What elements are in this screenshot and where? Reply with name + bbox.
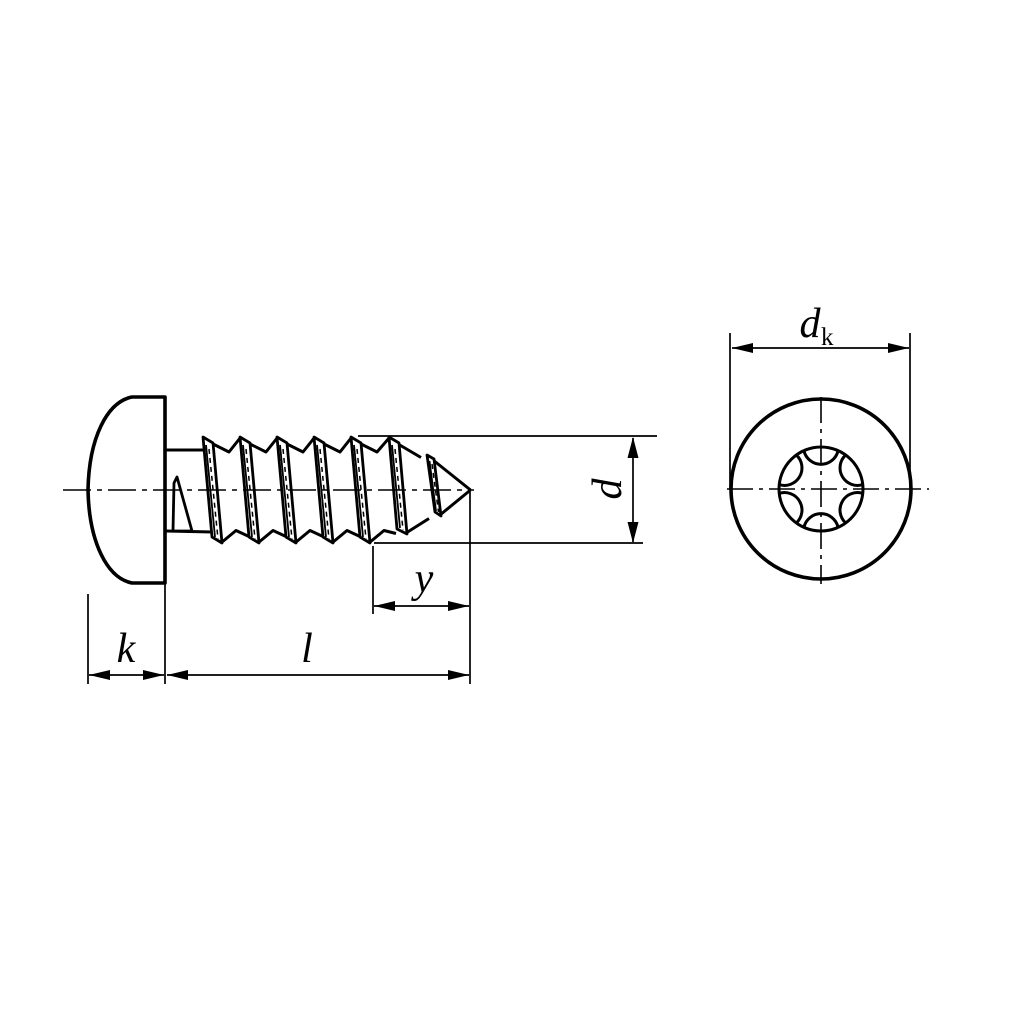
thread-runout bbox=[171, 475, 194, 533]
thread-crest-point bbox=[425, 453, 443, 518]
thread-crest bbox=[275, 435, 298, 545]
dimension-k: k bbox=[87, 584, 166, 684]
dim-label-k: k bbox=[117, 626, 137, 672]
dim-label-y: y bbox=[411, 556, 434, 602]
dimension-d: d bbox=[358, 435, 657, 544]
shank-top-edge bbox=[166, 436, 472, 492]
dim-label-d: d bbox=[585, 478, 631, 500]
end-view bbox=[727, 397, 929, 584]
dim-label-dk-sub: k bbox=[821, 324, 834, 351]
dim-label-l: l bbox=[301, 626, 313, 672]
side-view bbox=[63, 395, 474, 585]
dimension-l: l bbox=[167, 492, 471, 684]
thread-crest bbox=[387, 435, 409, 536]
dim-label-dk-main: d bbox=[800, 301, 822, 347]
dimension-dk: d k bbox=[729, 301, 911, 489]
dimension-y: y bbox=[372, 546, 469, 614]
